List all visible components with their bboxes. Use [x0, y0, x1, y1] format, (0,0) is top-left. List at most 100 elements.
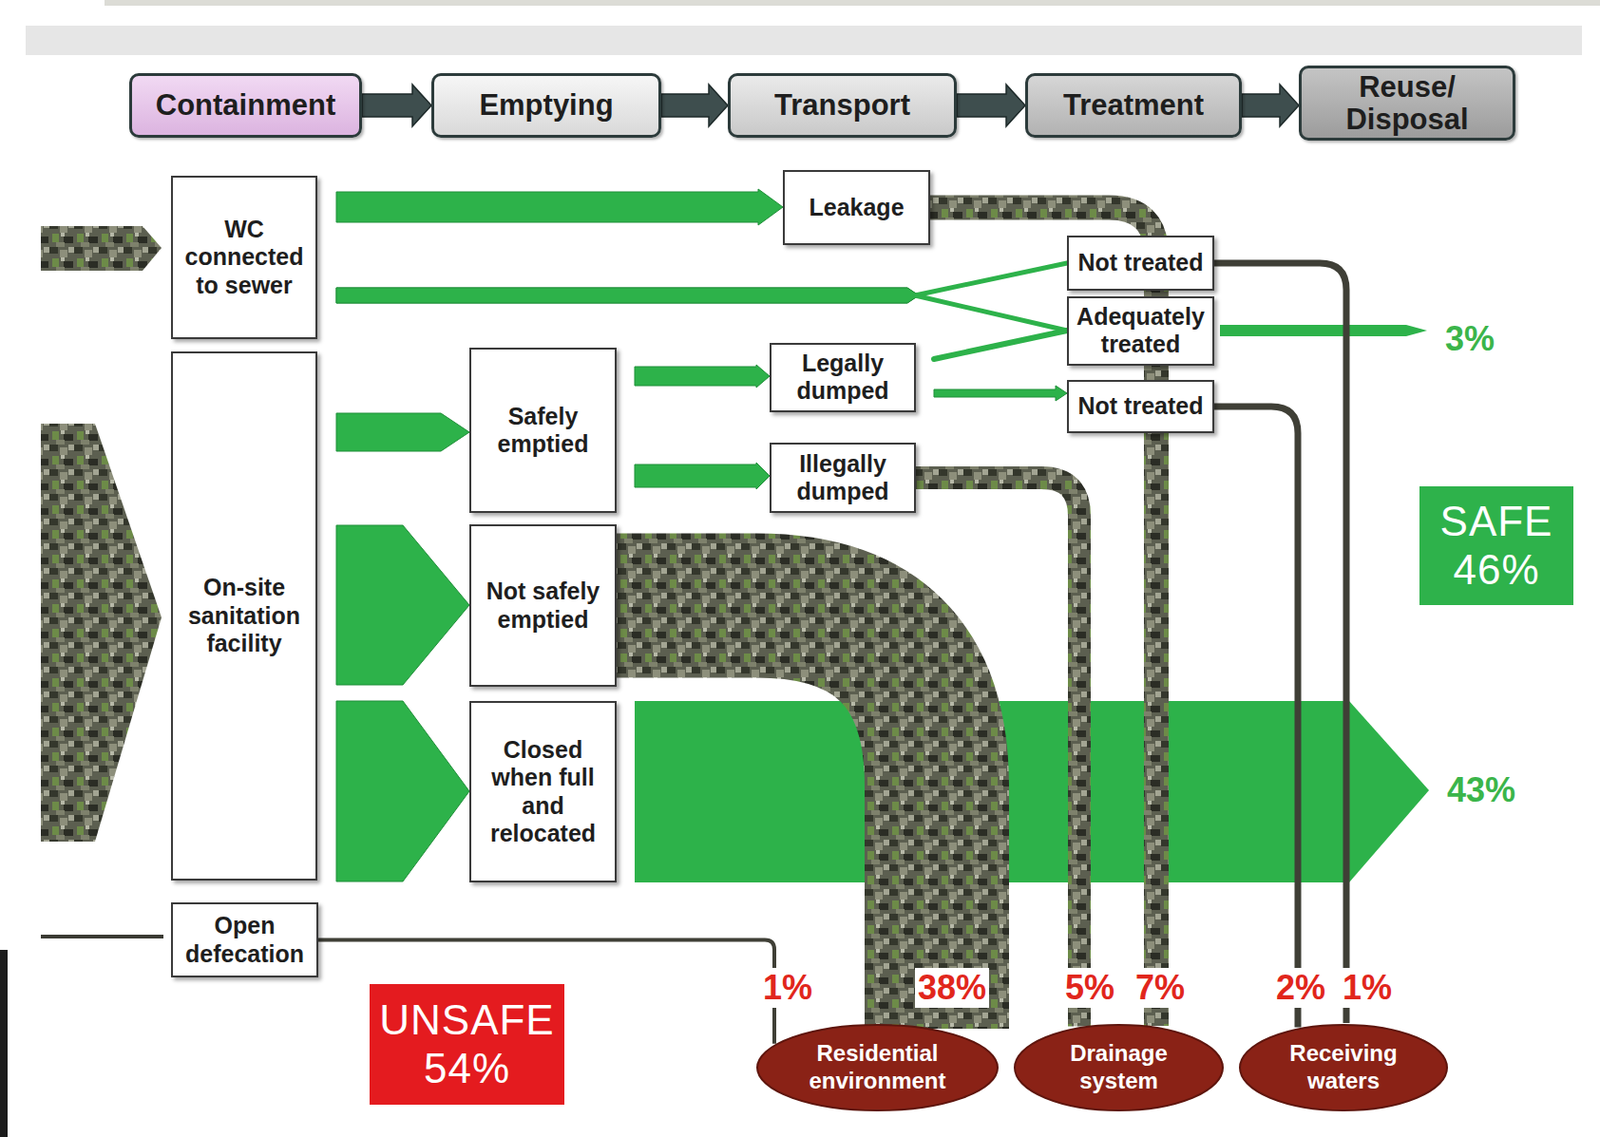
percentage-label: 2%: [1273, 968, 1329, 1008]
connector: [933, 330, 1067, 360]
flow-band: [634, 701, 1429, 883]
node-text: Open defecation: [178, 912, 311, 969]
process-box: Leakage: [782, 170, 931, 246]
node-text: Safely emptied: [476, 402, 610, 459]
inflow-line: [40, 934, 164, 939]
connector: [956, 84, 1026, 127]
stage-header: Treatment: [1025, 73, 1242, 138]
stage-header: Transport: [727, 73, 957, 138]
node-text: UNSAFE 54%: [375, 996, 559, 1093]
flow-arrow: [336, 701, 470, 882]
containment-box: On-site sanitation facility: [171, 351, 318, 881]
percentage-label: 38%: [914, 968, 990, 1008]
connector: [661, 84, 728, 127]
process-box: Safely emptied: [469, 347, 617, 514]
node-text: Reuse/ Disposal: [1309, 71, 1505, 135]
ellipse-shape: [757, 1025, 998, 1111]
process-box: Not treated: [1066, 380, 1215, 434]
stage-arrow: [361, 84, 432, 127]
summary-box: SAFE 46%: [1419, 486, 1574, 606]
flow-arrow: [336, 287, 919, 304]
flow-arrow: [336, 189, 783, 226]
flow-bar: [1219, 324, 1428, 337]
node-text: Emptying: [441, 89, 651, 121]
node-text: Receiving waters: [1264, 1040, 1423, 1096]
process-box: Illegally dumped: [769, 442, 916, 514]
stage-header: Reuse/ Disposal: [1298, 65, 1516, 141]
process-box: Adequately treated: [1066, 296, 1215, 366]
frame-strip: [104, 0, 1600, 6]
ellipse-shape: [1014, 1025, 1223, 1111]
frame-edge: [0, 950, 8, 1137]
inflow-arrow: [40, 423, 162, 842]
stage-header: Emptying: [431, 73, 662, 138]
header-band: [25, 25, 1582, 56]
node-text: Containment: [139, 89, 352, 121]
percentage-label: 43%: [1447, 770, 1516, 810]
flow-line: [933, 330, 1067, 360]
stage-arrow: [661, 84, 728, 127]
destination-ellipse: Residential environment: [755, 1023, 1000, 1113]
connector: [336, 701, 470, 882]
flow-line: [914, 295, 1067, 331]
node-text: On-site sanitation facility: [178, 573, 310, 659]
node-text: Illegally dumped: [777, 450, 909, 507]
connector: [336, 189, 783, 226]
waste-pipe: [1214, 263, 1347, 1024]
connector: [336, 263, 1067, 304]
connector: [933, 385, 1067, 401]
node-text: Adequately treated: [1074, 303, 1207, 360]
node-text: Legally dumped: [777, 349, 909, 406]
ellipse-shape: [1239, 1025, 1448, 1111]
node-text: Not safely emptied: [476, 577, 610, 634]
connector: [1214, 263, 1347, 1024]
process-box: Closed when full and relocated: [469, 701, 617, 883]
containment-box: Open defecation: [171, 902, 319, 978]
node-text: Drainage system: [1039, 1040, 1199, 1096]
node-text: Treatment: [1035, 89, 1232, 121]
flow-arrow: [933, 385, 1067, 401]
connector: [1241, 84, 1299, 127]
waste-pipe: [1214, 406, 1298, 1029]
connector: [336, 525, 470, 686]
containment-box: WC connected to sewer: [171, 175, 318, 340]
stage-arrow: [1241, 84, 1299, 127]
stage-header: Containment: [129, 73, 362, 138]
node-text: Closed when full and relocated: [476, 736, 610, 849]
flow-arrow: [634, 462, 770, 490]
connector: [336, 287, 1067, 331]
node-text: Transport: [738, 89, 947, 121]
flow-line: [914, 263, 1067, 296]
connector: [634, 462, 770, 490]
flow-arrow: [336, 287, 919, 304]
waste-pipe: [616, 606, 937, 1029]
flow-arrow: [634, 364, 770, 388]
process-box: Not safely emptied: [469, 524, 617, 687]
destination-ellipse: Receiving waters: [1238, 1023, 1449, 1113]
node-text: Leakage: [790, 193, 923, 223]
percentage-label: 7%: [1132, 968, 1188, 1008]
flow-arrow: [336, 525, 470, 686]
connector: [634, 364, 770, 388]
destination-ellipse: Drainage system: [1012, 1023, 1225, 1113]
node-text: Residential environment: [781, 1040, 973, 1096]
stage-arrow: [956, 84, 1026, 127]
percentage-label: 3%: [1445, 319, 1495, 359]
node-text: Not treated: [1074, 248, 1207, 278]
connector: [361, 84, 432, 127]
connector: [336, 413, 470, 452]
percentage-label: 1%: [1339, 968, 1395, 1008]
process-box: Legally dumped: [769, 342, 916, 413]
connector: [1214, 406, 1298, 1029]
flow-arrow: [336, 413, 470, 452]
summary-box: UNSAFE 54%: [369, 984, 565, 1105]
connector: [616, 606, 937, 1029]
percentage-label: 1%: [760, 968, 816, 1008]
inflow-arrow: [40, 226, 162, 271]
node-text: Not treated: [1074, 392, 1207, 421]
process-box: Not treated: [1066, 235, 1215, 291]
node-text: WC connected to sewer: [178, 215, 310, 301]
percentage-label: 5%: [1062, 968, 1118, 1008]
node-text: SAFE 46%: [1425, 497, 1568, 594]
